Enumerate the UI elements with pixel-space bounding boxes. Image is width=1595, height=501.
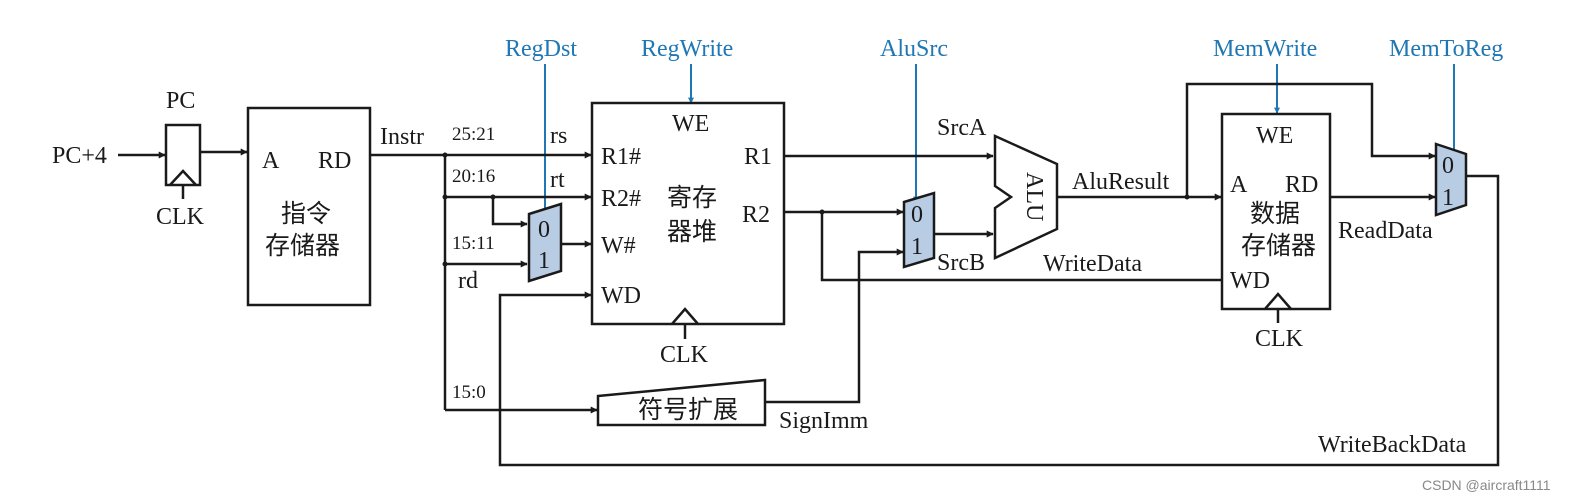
alu-srca-label: SrcA: [937, 115, 987, 141]
regfile-r2: R2: [742, 202, 770, 228]
writedata-wire: [820, 212, 1221, 282]
data-memory: WE A RD 数据 存储器 WD CLK ReadData: [1220, 112, 1436, 352]
register-file: WE R1# R2# W# WD R1 R2 寄存 器堆 CLK: [590, 101, 786, 368]
bits-imm-label: 15:0: [452, 382, 486, 403]
regfile-r2-addr: R2#: [601, 186, 641, 212]
dmem-name-line2: 存储器: [1241, 231, 1316, 260]
signext-shape: [596, 378, 767, 427]
dmem-port-a: A: [1230, 172, 1248, 198]
writebackdata-label: WriteBackData: [1318, 432, 1467, 458]
control-signals: RegDst RegWrite AluSrc MemWrite MemToReg: [505, 36, 1503, 223]
regdst-mux: 0 1: [527, 202, 592, 283]
dmem-we: WE: [1256, 123, 1293, 149]
regdst-mux-shape: [527, 202, 563, 283]
regfile-r1: R1: [744, 144, 772, 170]
watermark: CSDN @aircraft1111: [1422, 477, 1551, 493]
dmem-clock-triangle: [1264, 292, 1292, 310]
alu: SrcA SrcB ALU AluResult: [937, 82, 1436, 276]
regfile-name-line2: 器堆: [667, 217, 717, 246]
dmem-box: [1220, 112, 1332, 311]
memtoreg-label: MemToReg: [1389, 36, 1503, 62]
dmem-name-line1: 数据: [1250, 199, 1300, 228]
pc-label: PC: [166, 88, 195, 114]
pc-box: [164, 123, 202, 187]
regfile-box: [590, 101, 786, 326]
regfile-clock-triangle: [671, 307, 699, 325]
pc-clock-triangle: [169, 169, 197, 186]
rt-junction: [442, 194, 448, 200]
rt-label: rt: [550, 167, 565, 193]
imem-port-rd: RD: [318, 148, 351, 174]
regfile-clk-label: CLK: [660, 342, 709, 368]
alu-label: ALU: [1021, 172, 1047, 221]
signext-label: 符号扩展: [638, 395, 738, 424]
imem-port-a: A: [262, 148, 280, 174]
readdata-label: ReadData: [1338, 218, 1433, 244]
regfile-r1-addr: R1#: [601, 144, 641, 170]
regfile-name-line1: 寄存: [667, 183, 717, 212]
memwrite-label: MemWrite: [1213, 36, 1317, 62]
memtoreg-mux-shape: [1434, 142, 1468, 217]
pc-input-label: PC+4: [52, 143, 107, 169]
regwrite-label: RegWrite: [641, 36, 733, 62]
signimm-label: SignImm: [779, 408, 869, 434]
rs-label: rs: [550, 123, 567, 149]
writeback-path: WriteBackData: [498, 174, 1500, 467]
dmem-clk-label: CLK: [1255, 326, 1304, 352]
writedata-label: WriteData: [1043, 251, 1142, 277]
instruction-bus: Instr 25:21 rs 20:16 rt 15:11 rd 15:0: [370, 123, 598, 414]
instruction-memory: A RD 指令 存储器: [246, 106, 372, 307]
alu-srcb-label: SrcB: [937, 250, 985, 276]
aluresult-label: AluResult: [1072, 169, 1170, 195]
alusrc-label: AluSrc: [880, 36, 948, 62]
memtoreg-mux-in0: 0: [1442, 153, 1454, 179]
alusrc-mux-in1: 1: [911, 234, 923, 260]
memtoreg-mux: 0 1: [1434, 142, 1468, 217]
alusrc-mux: 0 1: [902, 191, 994, 269]
dmem-port-rd: RD: [1285, 172, 1318, 198]
writeback-wire: [498, 174, 1500, 467]
regdst-mux-in1: 1: [538, 248, 550, 274]
bits-rd-label: 15:11: [452, 233, 495, 254]
alusrc-mux-shape: [902, 191, 936, 269]
imem-name-line1: 指令: [281, 199, 331, 228]
bits-rt-label: 20:16: [452, 166, 495, 187]
aluresult-bypass-wire: [1185, 82, 1436, 197]
pc-register: PC+4 PC CLK: [52, 88, 248, 230]
instr-label: Instr: [380, 124, 424, 150]
alusrc-mux-in0: 0: [911, 202, 923, 228]
rd-label: rd: [458, 268, 478, 294]
regdst-mux-in0: 0: [538, 217, 550, 243]
regfile-outputs: WriteData: [784, 152, 1221, 282]
regdst-label: RegDst: [505, 36, 577, 62]
regfile-wd: WD: [601, 283, 641, 309]
regfile-we: WE: [672, 111, 709, 137]
memtoreg-mux-in1: 1: [1442, 185, 1454, 211]
rt-to-regdst-mux: [491, 197, 528, 228]
signimm-wire: [765, 248, 904, 404]
regfile-w-addr: W#: [601, 233, 636, 259]
imem-name-line2: 存储器: [265, 231, 340, 260]
rd-junction: [442, 261, 448, 267]
imem-box: [246, 106, 372, 307]
pc-clk-label: CLK: [156, 204, 205, 230]
bits-rs-label: 25:21: [452, 124, 495, 145]
sign-extend: 符号扩展 SignImm: [596, 248, 904, 434]
dmem-wd: WD: [1230, 268, 1270, 294]
alu-shape: [993, 134, 1059, 260]
